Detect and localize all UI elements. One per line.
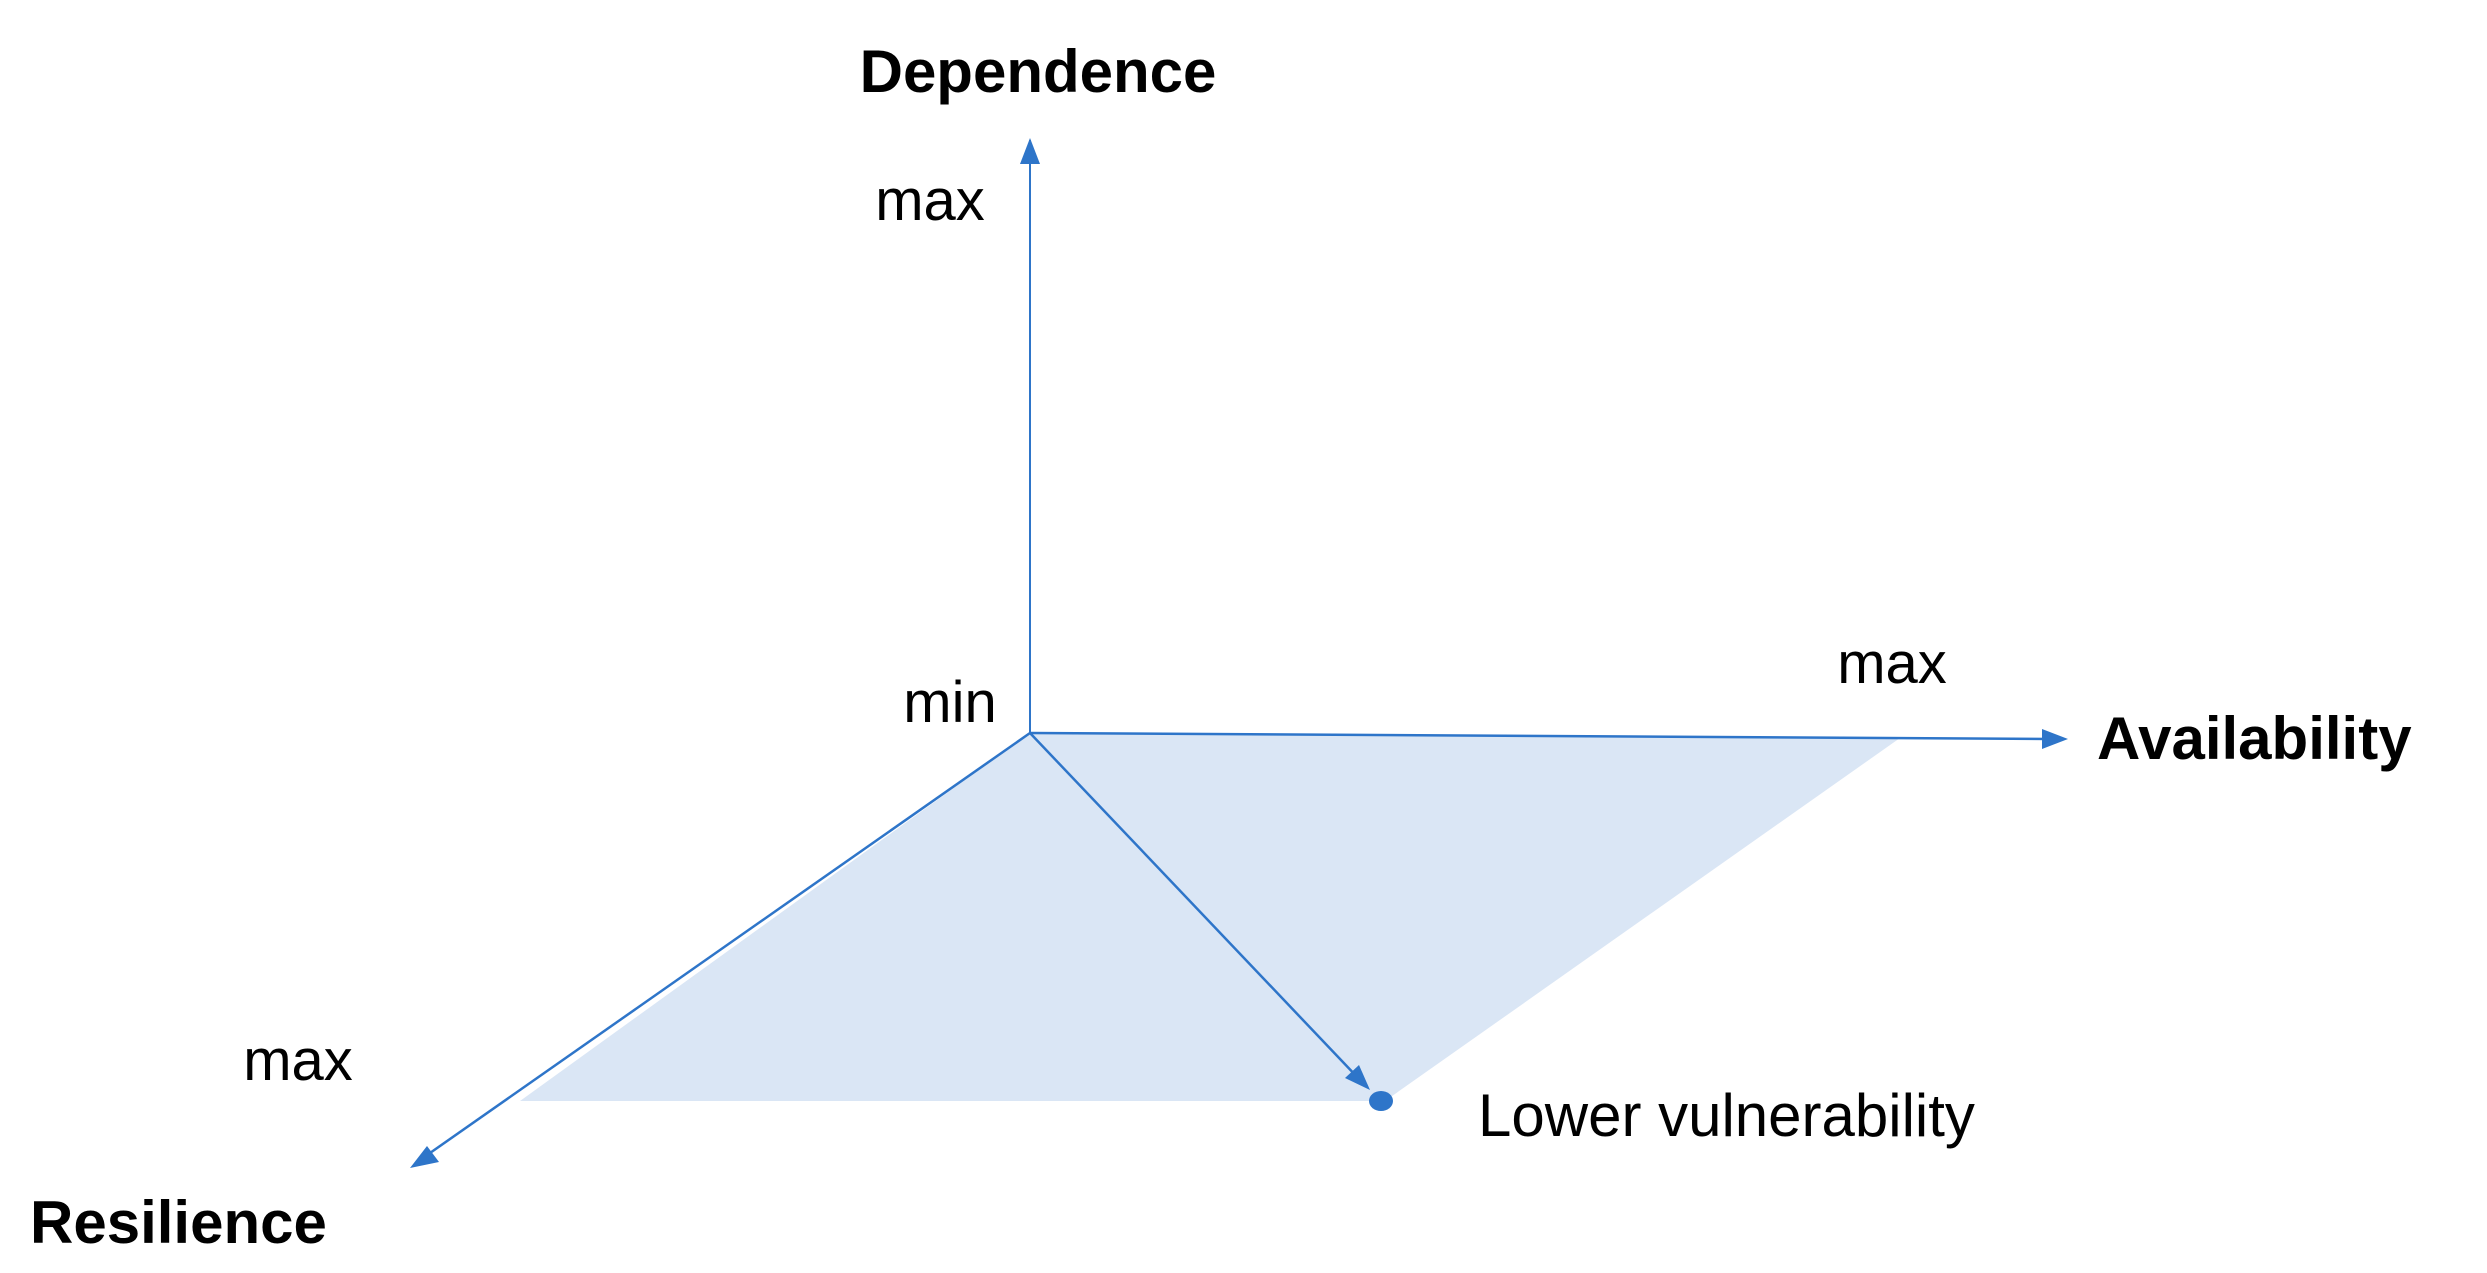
resilience-max-label: max: [243, 1028, 353, 1093]
availability-axis: [1029, 731, 2051, 741]
availability-resilience-plane: [520, 733, 1900, 1101]
availability-axis-arrowhead: [2042, 729, 2068, 749]
availability-axis-title: Availability: [2097, 705, 2412, 772]
vulnerability-vector-arrowhead: [1345, 1065, 1370, 1090]
lower-vulnerability-label: Lower vulnerability: [1478, 1082, 1975, 1149]
lower-vulnerability-point: [1369, 1091, 1393, 1111]
dependence-axis-title: Dependence: [860, 38, 1217, 105]
dependence-max-label: max: [875, 168, 985, 233]
dependence-axis-arrowhead: [1020, 138, 1040, 164]
availability-max-label: max: [1837, 631, 1947, 696]
resilience-axis: [419, 731, 1031, 1162]
origin-min-label: min: [903, 670, 996, 735]
resilience-axis-title: Resilience: [30, 1189, 327, 1256]
vulnerability-vector: [1029, 732, 1361, 1081]
resilience-axis-arrowhead: [410, 1146, 439, 1168]
